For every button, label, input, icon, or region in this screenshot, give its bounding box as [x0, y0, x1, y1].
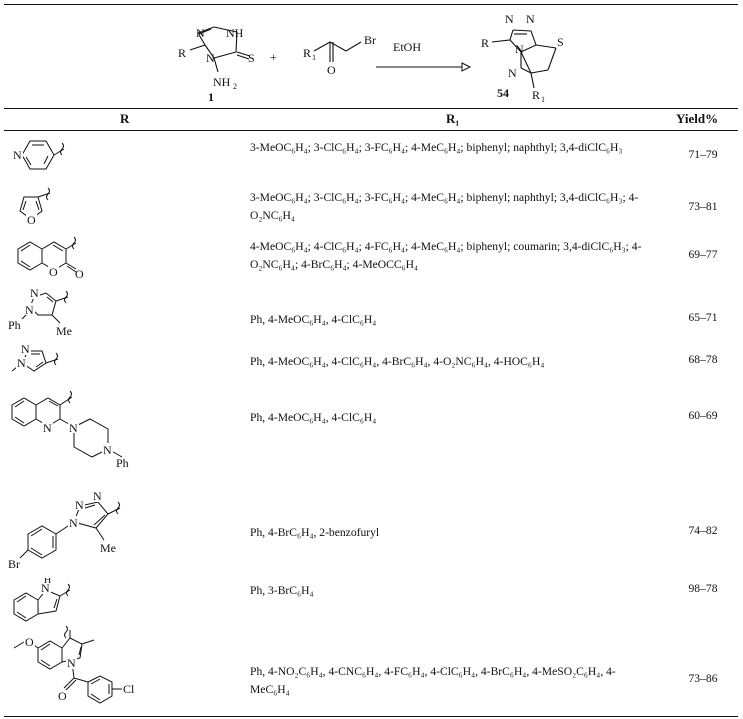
svg-text:NH: NH [226, 26, 244, 40]
svg-text:H: H [44, 578, 51, 586]
svg-text:R: R [303, 46, 311, 60]
yield-cell: 74–82 [688, 524, 718, 537]
svg-text:N: N [30, 286, 39, 300]
compound-1-label: 1 [208, 90, 214, 104]
methylpyrazolyl-structure: N N [11, 342, 59, 372]
yield-cell: 71–79 [688, 148, 718, 161]
yield-cell: 98–78 [688, 582, 718, 595]
svg-text:N: N [69, 421, 78, 435]
svg-text:R: R [481, 36, 489, 50]
svg-text:Cl: Cl [123, 682, 135, 696]
yield-cell: 73–86 [688, 672, 718, 685]
pyrazolyl-structure: N N Ph Me [8, 286, 72, 338]
svg-text:N: N [505, 12, 514, 26]
svg-text:N: N [25, 303, 34, 317]
svg-text:N: N [75, 498, 84, 512]
yield-cell: 73–81 [688, 200, 718, 213]
svg-text:1: 1 [312, 53, 316, 62]
yield-cell: 65–71 [688, 311, 718, 324]
svg-text:O: O [327, 63, 336, 77]
yield-cell: 69–77 [688, 248, 718, 261]
table-row: N N Ph Me Ph, 4-MeOC₆H₄, 4-ClC₆H₄ 65–71 [0, 283, 743, 341]
compound-54-structure: N N R N S N R 1 54 [481, 12, 564, 104]
table-header: R R₁ Yield% [0, 108, 743, 130]
compound-1-structure: N NH S R N NH 2 1 [178, 26, 255, 104]
r1-cell: Ph, 4-MeOC₆H₄, 4-ClC₆H₄ [250, 411, 377, 424]
svg-text:N: N [196, 26, 205, 40]
svg-text:O: O [49, 265, 58, 279]
r1-cell: Ph, 4-MeOC₆H₄, 4-ClC₆H₄, 4-BrC₆H₄, 4-O₂N… [250, 355, 545, 368]
svg-text:S: S [248, 51, 255, 65]
reagent-label: EtOH [393, 40, 421, 54]
pyridinyl-structure: N [12, 140, 65, 170]
table-row: N N Ph, 4-MeOC₆H₄, 4-ClC₆H₄, 4-BrC₆H₄, 4… [0, 341, 743, 383]
svg-text:N: N [17, 356, 26, 370]
indolyl-structure: N H [13, 578, 71, 622]
svg-text:1: 1 [541, 95, 545, 104]
svg-text:N: N [103, 443, 112, 457]
header-r: R [120, 111, 130, 126]
r1-cell: 3-MeOC₆H₄; 3-ClC₆H₄; 3-FC₆H₄; 4-MeC₆H₄; … [250, 141, 623, 154]
top-rule [4, 4, 738, 6]
svg-text:N: N [43, 421, 52, 435]
yield-cell: 60–69 [688, 409, 718, 422]
svg-text:O: O [25, 635, 34, 649]
svg-text:S: S [557, 35, 564, 49]
table-row: O 3-MeOC₆H₄; 3-ClC₆H₄; 3-FC₆H₄; 4-MeC₆H₄… [0, 183, 743, 229]
svg-text:O: O [27, 213, 36, 227]
svg-text:N: N [13, 148, 22, 162]
svg-text:N: N [69, 516, 78, 530]
table-row: O O 4-MeOC₆H₄; 4-ClC₆H₄; 4-FC₆H₄; 4-MeC₆… [0, 229, 743, 283]
r1-cell: Ph, 4-NO₂C₆H₄, 4-CNC₆H₄, 4-FC₆H₄, 4-ClC₆… [250, 665, 616, 696]
r1-cell: Ph, 4-MeOC₆H₄, 4-ClC₆H₄ [250, 313, 377, 326]
svg-text:O: O [75, 267, 84, 281]
reaction-scheme: N NH S R N NH 2 1 + R 1 Br O EtOH N N R [178, 12, 564, 104]
svg-text:NH: NH [213, 75, 231, 89]
svg-text:N: N [41, 581, 50, 595]
svg-text:N: N [21, 342, 30, 356]
svg-text:R: R [178, 46, 186, 60]
svg-text:R: R [532, 88, 540, 102]
compound-54-label: 54 [497, 86, 509, 100]
header-r1: R₁ [446, 111, 460, 126]
table-row: N H Ph, 3-BrC₆H₄ 98–78 [0, 578, 743, 626]
furanyl-structure: O [19, 187, 51, 227]
coumarinyl-structure: O O [17, 236, 84, 281]
svg-text:O: O [58, 689, 67, 703]
svg-text:Br: Br [364, 33, 376, 47]
indomethacin-structure: O N O Cl [13, 626, 135, 704]
header-yield: Yield% [676, 111, 719, 126]
bottom-rule [4, 716, 738, 718]
header-top-rule [4, 108, 738, 109]
yield-cell: 68–78 [688, 353, 718, 366]
r1-cell: 4-MeOC₆H₄; 4-ClC₆H₄; 4-FC₆H₄; 4-MeC₆H₄; … [250, 240, 642, 271]
svg-text:N: N [526, 12, 535, 26]
bromoketone-structure: R 1 Br O [303, 33, 376, 77]
svg-text:Br: Br [8, 557, 20, 571]
plus-sign: + [270, 50, 277, 64]
svg-text:Me: Me [56, 324, 72, 338]
triazolyl-structure: N N N Br Me [8, 489, 121, 571]
quinolinyl-structure: N N N Ph [11, 390, 129, 470]
table-row: N N N Ph Ph, 4-MeOC₆H₄, 4-ClC₆H₄ 60–69 [0, 383, 743, 478]
r1-cell: 3-MeOC₆H₄; 3-ClC₆H₄; 3-FC₆H₄; 4-MeC₆H₄; … [250, 191, 639, 222]
svg-text:Me: Me [100, 541, 116, 555]
table-row: N N N Br Me Ph, 4-BrC₆H₄, 2-benzofuryl 7… [0, 478, 743, 578]
table-row: N 3-MeOC₆H₄; 3-ClC₆H₄; 3-FC₆H₄; 4-MeC₆H₄… [0, 131, 743, 183]
r1-cell: Ph, 4-BrC₆H₄, 2-benzofuryl [250, 526, 380, 539]
svg-text:N: N [67, 656, 76, 670]
r1-cell: Ph, 3-BrC₆H₄ [250, 584, 314, 597]
svg-text:N: N [508, 66, 517, 80]
svg-text:N: N [515, 42, 524, 56]
svg-text:N: N [93, 489, 102, 503]
reaction-arrow: EtOH [376, 40, 472, 72]
table-row: O N O Cl Ph, 4-NO₂C₆H₄, 4-CNC₆H₄, 4-FC₆H… [0, 626, 743, 716]
svg-text:Ph: Ph [116, 456, 129, 470]
header-bottom-rule [4, 130, 738, 131]
svg-text:N: N [206, 51, 215, 65]
svg-text:2: 2 [233, 82, 237, 91]
svg-text:Ph: Ph [8, 318, 21, 332]
